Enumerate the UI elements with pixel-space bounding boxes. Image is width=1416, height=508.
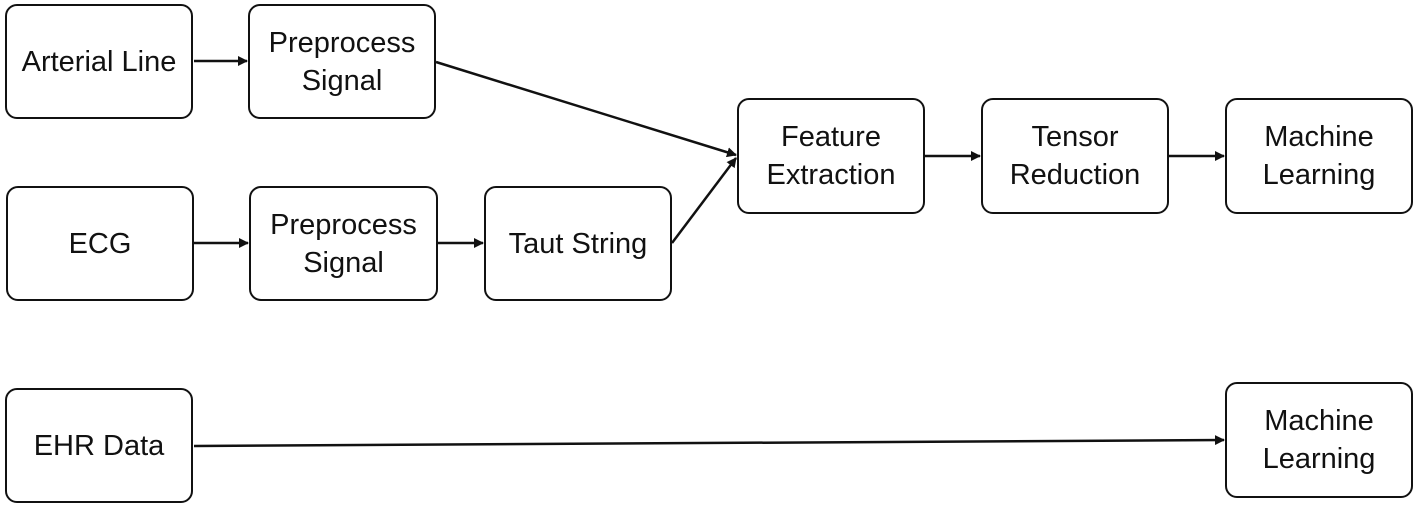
node-label: ECG [68,227,132,260]
node-label-line-2: Signal [301,64,383,97]
node-taut-string: Taut String [484,186,672,301]
node-label: Taut String [508,227,648,260]
node-preprocess-signal-1: Preprocess Signal [248,4,436,119]
node-label-line-2: Learning [1262,443,1376,475]
node-machine-learning-2: Machine Learning [1225,382,1413,498]
node-label-line-2: Reduction [1009,159,1141,191]
node-label-line-1: Tensor [1031,121,1119,153]
node-label-line-2: Learning [1262,159,1376,191]
node-label-line-1: Machine [1264,405,1374,437]
node-arterial-line: Arterial Line [5,4,193,119]
node-ehr-data: EHR Data [5,388,193,503]
node-ecg: ECG [6,186,194,301]
node-preprocess-signal-2: Preprocess Signal [249,186,438,301]
node-label-line-1: Preprocess [268,26,416,59]
node-label-line-1: Feature [781,121,881,153]
node-tensor-reduction: Tensor Reduction [981,98,1169,214]
node-label-line-1: Machine [1264,121,1374,153]
node-label: EHR Data [33,429,165,462]
arrow-preprocess-to-feature-extraction [435,60,737,158]
node-label-line-2: Signal [303,246,384,279]
node-feature-extraction: Feature Extraction [737,98,925,214]
arrow-taut-string-to-feature-extraction [671,157,737,244]
node-label: Arterial Line [21,45,177,78]
node-machine-learning-1: Machine Learning [1225,98,1413,214]
node-label-line-1: Preprocess [270,208,417,241]
arrow-ehr-data-to-machine-learning [193,435,1225,448]
node-label-line-2: Extraction [766,159,896,191]
